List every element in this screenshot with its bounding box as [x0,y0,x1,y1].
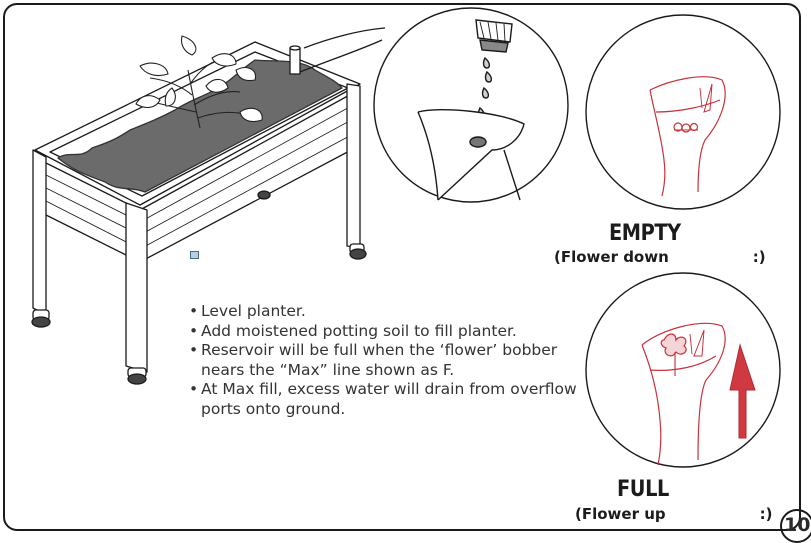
up-arrow-icon [729,343,756,439]
empty-title: EMPTY [609,221,681,246]
instruction-item: Reservoir will be full when the ‘flower’… [188,341,578,380]
full-subtitle-right: :) [759,505,773,523]
full-subtitle: (Flower up:) [575,505,772,523]
full-subtitle-left: (Flower up [575,505,666,523]
marker-icon [190,251,199,259]
empty-subtitle-left: (Flower down [554,248,669,266]
instruction-item: Add moistened potting soil to fill plant… [188,322,578,342]
empty-subtitle-right: :) [752,248,766,266]
instructions: Level planter. Add moistened potting soi… [188,302,578,419]
page-border [3,3,801,531]
instruction-item: At Max fill, excess water will drain fro… [188,380,578,419]
instruction-item: Level planter. [188,302,578,322]
empty-subtitle: (Flower down:) [554,248,766,266]
full-title: FULL [617,477,669,502]
